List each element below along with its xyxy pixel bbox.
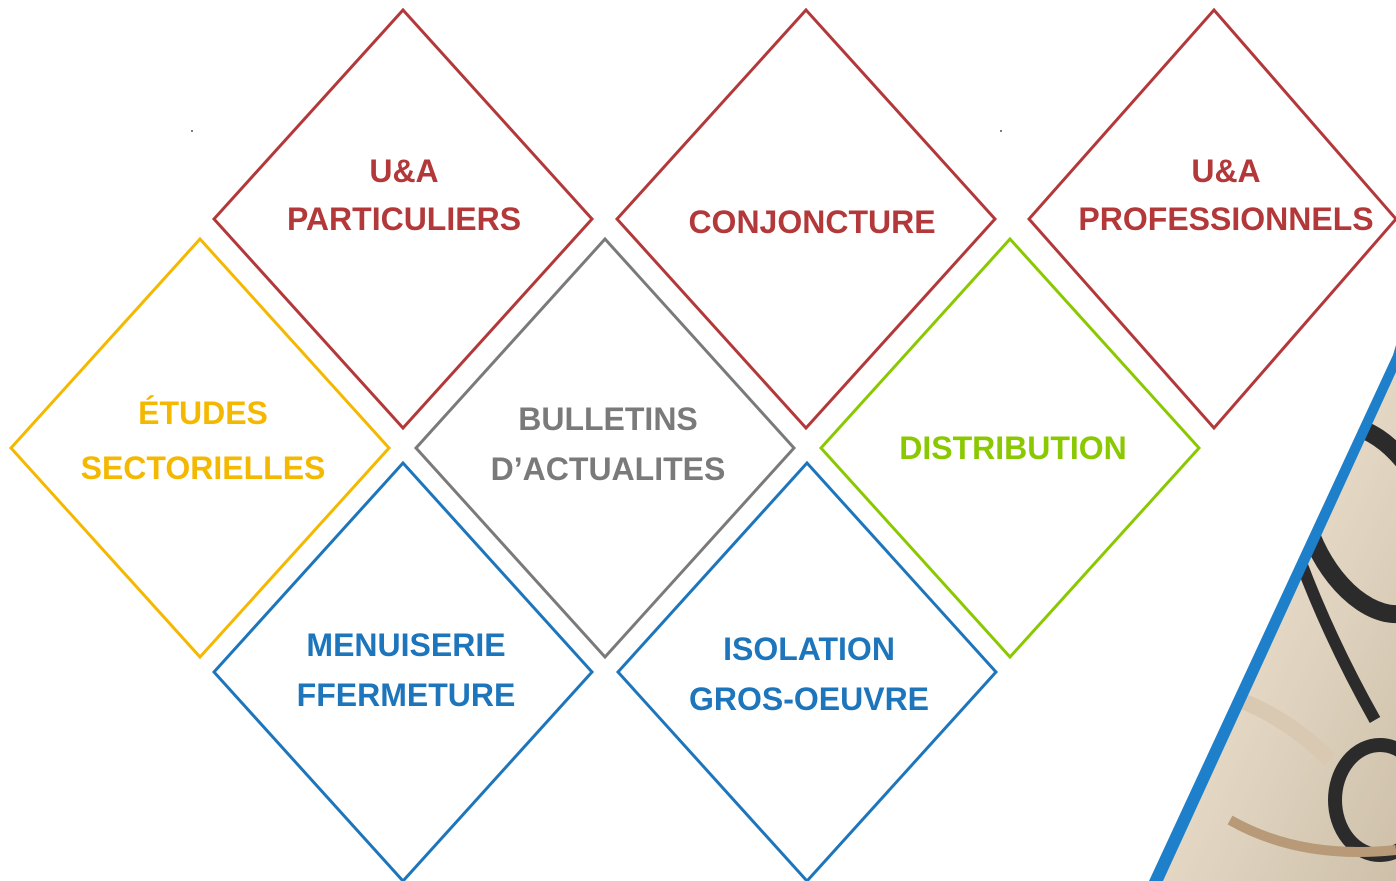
tile-label-line2: FFERMETURE <box>297 677 516 713</box>
tile-ua-professionnels[interactable]: U&A PROFESSIONNELS <box>1078 153 1373 237</box>
tile-label-line1: U&A <box>369 153 438 189</box>
tile-label-line2: SECTORIELLES <box>81 450 326 486</box>
glasses-photo <box>1149 345 1396 881</box>
tile-label-line1: U&A <box>1191 153 1260 189</box>
decorative-dot <box>191 130 193 132</box>
tile-label-line1: ÉTUDES <box>138 395 268 431</box>
tile-label-line2: PROFESSIONNELS <box>1078 201 1373 237</box>
tile-ua-professionnels-outline <box>1026 7 1396 431</box>
tile-label-line2: PARTICULIERS <box>287 201 521 237</box>
tile-etudes-sectorielles[interactable]: ÉTUDES SECTORIELLES <box>81 395 326 486</box>
tile-label-line1: BULLETINS <box>518 401 698 437</box>
tile-menuiserie-outline <box>211 460 595 881</box>
tile-ua-particuliers[interactable]: U&A PARTICULIERS <box>287 153 521 237</box>
tile-conjoncture[interactable]: CONJONCTURE <box>688 204 935 240</box>
tile-ua-particuliers-outline <box>211 7 595 431</box>
tile-bulletins-outline <box>413 236 797 660</box>
tile-menuiserie[interactable]: MENUISERIE FFERMETURE <box>297 627 516 713</box>
tile-isolation-outline <box>615 460 999 881</box>
tile-isolation[interactable]: ISOLATION GROS-OEUVRE <box>689 631 929 717</box>
tile-conjoncture-outline <box>614 7 998 431</box>
tile-label-line1: MENUISERIE <box>306 627 505 663</box>
tile-distribution-outline <box>818 236 1202 660</box>
tile-label-line2: D’ACTUALITES <box>491 451 726 487</box>
tile-label-line2: GROS-OEUVRE <box>689 681 929 717</box>
tile-label-line1: CONJONCTURE <box>688 204 935 240</box>
tile-bulletins[interactable]: BULLETINS D’ACTUALITES <box>491 401 726 487</box>
tile-label-line1: DISTRIBUTION <box>899 430 1127 466</box>
tile-distribution[interactable]: DISTRIBUTION <box>899 430 1127 466</box>
tile-etudes-sectorielles-outline <box>8 236 392 660</box>
decorative-dot <box>1000 130 1002 132</box>
tile-label-line1: ISOLATION <box>723 631 895 667</box>
